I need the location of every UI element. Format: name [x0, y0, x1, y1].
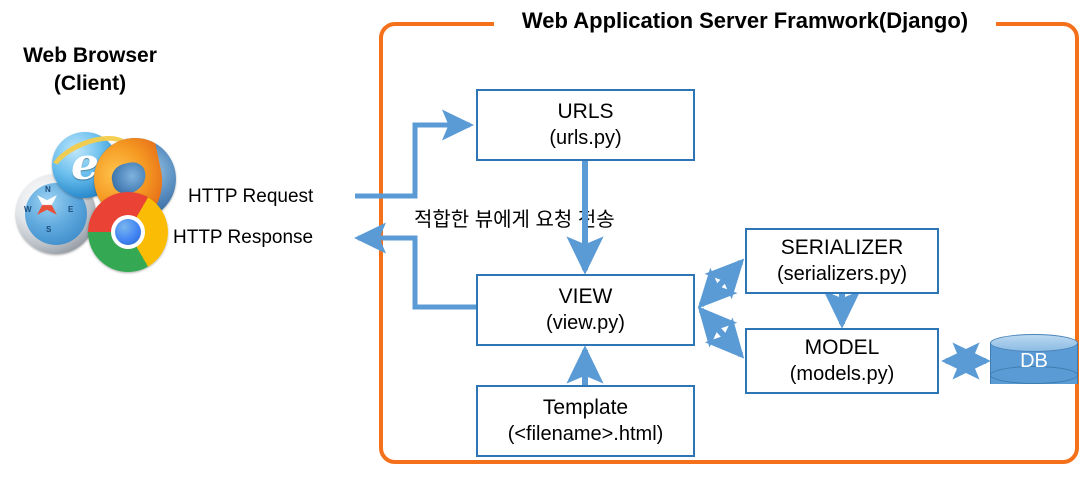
- node-serializer-file: (serializers.py): [776, 262, 908, 285]
- browser-icon-group: N S E W e: [14, 125, 176, 272]
- safari-tick-west: W: [24, 205, 32, 214]
- safari-tick-east: E: [68, 205, 74, 214]
- node-model-file: (models.py): [789, 362, 895, 385]
- database-cylinder[interactable]: DB: [990, 334, 1078, 392]
- safari-tick-north: N: [45, 185, 51, 194]
- safari-tick-south: S: [46, 225, 52, 234]
- node-view-title: VIEW: [558, 284, 613, 308]
- node-model[interactable]: MODEL (models.py): [745, 328, 939, 394]
- node-template[interactable]: Template (<filename>.html): [476, 385, 695, 457]
- framework-title: Web Application Server Framwork(Django): [521, 8, 969, 33]
- node-urls-title: URLS: [557, 99, 614, 123]
- node-serializer[interactable]: SERIALIZER (serializers.py): [745, 228, 939, 294]
- client-title: Web Browser (Client): [23, 44, 157, 96]
- node-urls-file: (urls.py): [549, 126, 622, 149]
- chrome-hub: [111, 215, 145, 249]
- node-model-title: MODEL: [804, 335, 880, 359]
- node-urls[interactable]: URLS (urls.py): [476, 89, 695, 161]
- db-label: DB: [1020, 350, 1048, 372]
- node-serializer-title: SERIALIZER: [780, 235, 904, 259]
- flow-caption: 적합한 뷰에게 요청 전송: [414, 209, 615, 231]
- node-template-title: Template: [542, 395, 629, 419]
- node-view[interactable]: VIEW (view.py): [476, 274, 695, 346]
- http-request-label: HTTP Request: [188, 186, 314, 207]
- chrome-icon: [88, 192, 168, 272]
- node-template-file: (<filename>.html): [507, 422, 664, 445]
- http-response-label: HTTP Response: [173, 227, 314, 248]
- node-view-file: (view.py): [546, 311, 625, 334]
- framework-title-gap: [494, 14, 996, 30]
